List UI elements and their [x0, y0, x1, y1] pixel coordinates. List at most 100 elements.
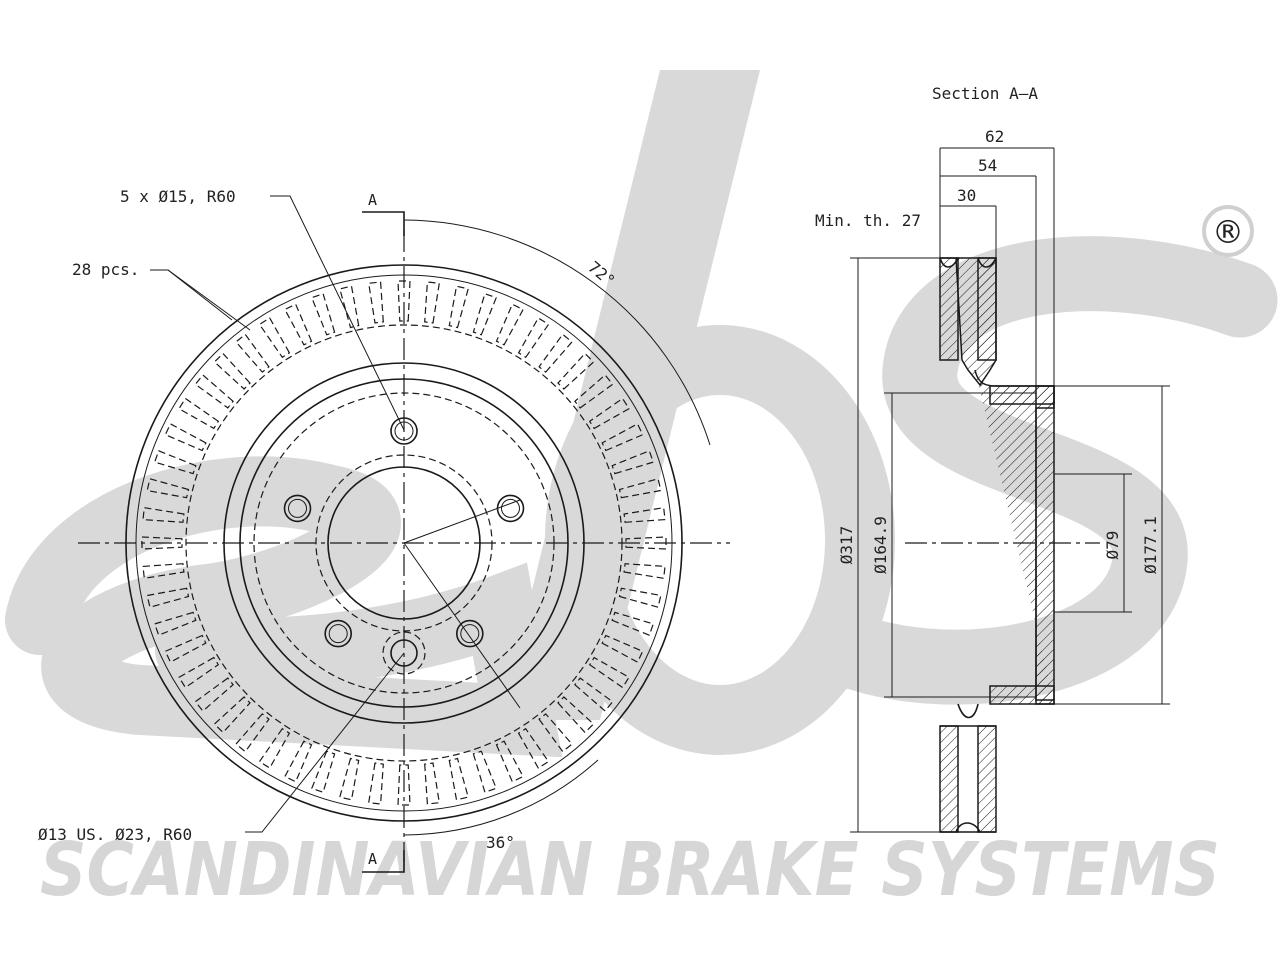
dim-30: 30	[957, 186, 976, 205]
vane-slot	[517, 317, 550, 359]
vane-slot	[623, 507, 666, 523]
vane-slot	[339, 757, 360, 801]
vane-slot	[153, 450, 197, 475]
vane-slot	[142, 563, 185, 579]
hole-leader	[245, 652, 405, 833]
bolts-leader	[270, 195, 405, 431]
vane-slot	[146, 478, 190, 499]
vane-inner-boundary	[185, 324, 623, 762]
bolt-hole-inner	[501, 498, 520, 518]
outer-rim-inner	[135, 274, 673, 812]
friction-ring-inner	[223, 362, 585, 724]
vane-slot	[495, 303, 524, 346]
section-ring-bottom	[939, 725, 959, 833]
vanes-label: 28 pcs.	[72, 260, 139, 279]
vane-slot	[284, 740, 313, 783]
vane-slot	[618, 478, 662, 499]
vane-slot	[424, 762, 440, 805]
vane-slot	[623, 563, 666, 579]
vane-slot	[164, 634, 207, 663]
vane-slot	[284, 303, 313, 346]
vane-slot	[397, 280, 411, 322]
vane-slot	[601, 423, 644, 452]
vane-slot	[574, 374, 614, 409]
dim-164-9: Ø164.9	[871, 516, 890, 574]
angle-label-36: 36°	[486, 833, 515, 852]
bore-chamfer	[315, 454, 493, 632]
vane-slot	[448, 285, 469, 329]
vane-slot	[141, 536, 183, 550]
front-view: A A 5 x Ø15, R60 28 pcs. Ø13 US. Ø23, R6…	[38, 187, 730, 873]
bolt-hole	[283, 494, 312, 523]
min-thickness: Min. th. 27	[815, 211, 921, 230]
bolt-hole	[324, 619, 353, 648]
vane-slot	[368, 281, 384, 324]
vane-slot	[164, 423, 207, 452]
vane-slot	[178, 656, 220, 689]
vane-slot	[448, 757, 469, 801]
angle-arc-72	[403, 219, 711, 446]
vanes-leader-2	[167, 269, 233, 321]
vane-slot	[194, 374, 234, 409]
radius-line-72	[403, 499, 521, 544]
registered-mark: ®	[1212, 213, 1244, 251]
section-letter-bottom: A	[368, 850, 377, 868]
vane-slot	[258, 317, 291, 359]
vane-slot	[311, 750, 336, 794]
vane-slot	[153, 611, 197, 636]
vane-slot	[339, 285, 360, 329]
vane-slot	[178, 397, 220, 430]
vane-slot	[557, 696, 595, 734]
vane-slot	[368, 762, 384, 805]
bolt-hole	[455, 619, 484, 648]
vane-slot	[235, 333, 270, 373]
vane-slot	[618, 587, 662, 608]
dim-317: Ø317	[837, 526, 856, 565]
vane-slot	[495, 740, 524, 783]
hat-outer	[239, 378, 569, 708]
angle-arc-36	[403, 759, 599, 836]
cooling-vanes	[141, 280, 667, 806]
dim-177-1: Ø177.1	[1141, 516, 1160, 574]
brand-tagline: SCANDINAVIAN BRAKE SYSTEMS	[40, 827, 1220, 913]
small-hole	[390, 639, 418, 667]
section-mark-top	[362, 211, 405, 236]
vane-slot	[538, 333, 573, 373]
bolt-hole-inner	[460, 624, 480, 644]
hat-inner-dashed	[253, 392, 555, 694]
dim-79: Ø79	[1103, 531, 1122, 560]
vane-slot	[557, 352, 595, 390]
vane-slot	[213, 352, 251, 390]
vane-slot	[472, 750, 497, 794]
bolt-hole-inner	[394, 421, 414, 441]
vane-slot	[588, 656, 630, 689]
vane-slot	[258, 727, 291, 769]
vane-slot	[588, 397, 630, 430]
vane-slot	[611, 611, 655, 636]
vane-slot	[538, 713, 573, 753]
hole-label: Ø13 US. Ø23, R60	[38, 825, 192, 844]
outer-rim	[125, 264, 683, 822]
vane-slot	[397, 764, 411, 806]
bolt-holes	[283, 417, 525, 648]
section-letter-top: A	[368, 191, 377, 209]
section-mark-bottom	[362, 850, 405, 873]
bolts-label: 5 x Ø15, R60	[120, 187, 236, 206]
radius-line-36	[403, 542, 521, 709]
center-bore	[327, 466, 481, 620]
vane-slot	[213, 696, 251, 734]
sbs-watermark: ®	[5, 70, 1278, 758]
small-hole-counterbore	[382, 631, 426, 675]
section-view: Section A–A 62 54 30 Min. th. 27	[815, 84, 1170, 833]
dim-62: 62	[985, 127, 1004, 146]
vane-slot	[574, 677, 614, 712]
vane-slot	[194, 677, 234, 712]
vane-slot	[601, 634, 644, 663]
bolt-hole	[390, 417, 418, 445]
vanes-leader-1	[150, 269, 251, 331]
vane-slot	[146, 587, 190, 608]
vane-slot	[611, 450, 655, 475]
vane-slot	[472, 292, 497, 336]
